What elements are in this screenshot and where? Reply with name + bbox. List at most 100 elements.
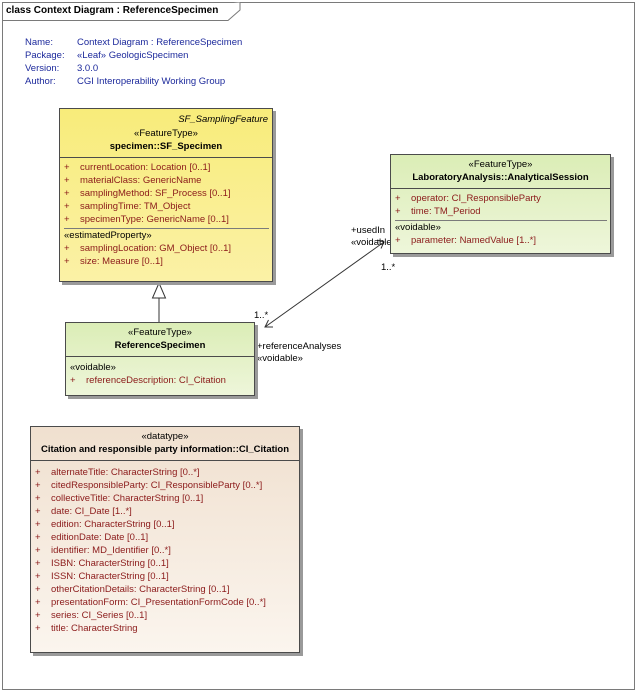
visibility-marker: + <box>64 201 70 212</box>
diagram-title: class Context Diagram : ReferenceSpecime… <box>6 5 219 16</box>
attribute-row[interactable]: + date: CI_Date [1..*] <box>35 505 296 518</box>
attribute-text: presentationForm: CI_PresentationFormCod… <box>51 597 266 608</box>
visibility-marker: + <box>35 571 41 582</box>
attribute-text: alternateTitle: CharacterString [0..*] <box>51 467 200 478</box>
visibility-marker: + <box>395 206 401 217</box>
attribute-row[interactable]: +materialClass: GenericName <box>64 174 269 187</box>
attribute-row[interactable]: + citedResponsibleParty: CI_ResponsiblePa… <box>35 479 296 492</box>
attribute-text: samplingTime: TM_Object <box>80 201 191 212</box>
attribute-text: referenceDescription: CI_Citation <box>86 375 226 386</box>
attribute-text: size: Measure [0..1] <box>80 256 163 267</box>
visibility-marker: + <box>35 610 41 621</box>
attribute-row[interactable]: +collectiveTitle: CharacterString [0..1] <box>35 492 296 505</box>
attribute-row[interactable]: + samplingTime: TM_Object <box>64 200 269 213</box>
visibility-marker: + <box>70 375 76 386</box>
section-stereotype: «estimatedProperty» <box>64 230 152 241</box>
metadata-row-package: Package: «Leaf» GeologicSpecimen <box>25 49 242 62</box>
metadata-value: Context Diagram : ReferenceSpecimen <box>77 37 243 48</box>
attribute-row[interactable]: +editionDate: Date [0..1] <box>35 531 296 544</box>
class-ci-citation[interactable]: «datatype» Citation and responsible part… <box>30 426 300 653</box>
class-analytical-session[interactable]: «FeatureType» LaboratoryAnalysis::Analyt… <box>390 154 611 254</box>
attribute-row[interactable]: +size: Measure [0..1] <box>64 255 269 268</box>
section-divider: «estimatedProperty» + samplingLocation: G… <box>64 228 269 268</box>
attribute-text: ISSN: CharacterString [0..1] <box>51 571 169 582</box>
multiplicity-lab-end: 1..* <box>381 262 396 273</box>
role-used-in-stereotype: «voidable» <box>351 237 397 248</box>
attribute-row[interactable]: + series: CI_Series [0..1] <box>35 609 296 622</box>
role-reference-analyses: +referenceAnalyses <box>257 341 342 352</box>
visibility-marker: + <box>35 584 41 595</box>
attribute-text: series: CI_Series [0..1] <box>51 610 148 621</box>
attribute-text: collectiveTitle: CharacterString [0..1] <box>51 493 204 504</box>
attribute-row[interactable]: + otherCitationDetails: CharacterString [… <box>35 583 296 596</box>
class-header: «FeatureType» ReferenceSpecimen <box>66 323 254 357</box>
attribute-row[interactable]: +edition: CharacterString [0..1] <box>35 518 296 531</box>
visibility-marker: + <box>64 175 70 186</box>
class-sf-specimen[interactable]: SF_SamplingFeature «FeatureType» specime… <box>59 108 273 282</box>
attribute-text: specimenType: GenericName [0..1] <box>80 214 229 225</box>
class-stereotype: «FeatureType» <box>134 128 198 139</box>
class-stereotype: «FeatureType» <box>128 327 192 338</box>
role-reference-analyses-stereotype: «voidable» <box>257 353 303 364</box>
class-header: «FeatureType» LaboratoryAnalysis::Analyt… <box>391 155 610 189</box>
attribute-list: +alternateTitle: CharacterString [0..*] … <box>31 461 299 637</box>
attribute-row[interactable]: + referenceDescription: CI_Citation <box>70 374 251 387</box>
visibility-marker: + <box>35 480 41 491</box>
attribute-text: identifier: MD_Identifier [0..*] <box>51 545 171 556</box>
attribute-text: otherCitationDetails: CharacterString [0… <box>51 584 230 595</box>
association-arrowhead-lab <box>376 239 385 249</box>
attribute-row[interactable]: +operator: CI_ResponsibleParty <box>395 192 607 205</box>
visibility-marker: + <box>64 214 70 225</box>
metadata-row-name: Name: Context Diagram : ReferenceSpecime… <box>25 36 242 49</box>
association-arrowhead-ref <box>264 319 273 328</box>
visibility-marker: + <box>35 467 41 478</box>
attribute-row[interactable]: +title: CharacterString <box>35 622 296 635</box>
metadata-row-version: Version: 3.0.0 <box>25 62 242 75</box>
attribute-row[interactable]: +parameter: NamedValue [1..*] <box>395 234 607 247</box>
abstract-parent-label: SF_SamplingFeature <box>178 114 268 125</box>
attribute-row[interactable]: + samplingLocation: GM_Object [0..1] <box>64 242 269 255</box>
visibility-marker: + <box>35 545 41 556</box>
visibility-marker: + <box>64 162 70 173</box>
visibility-marker: + <box>64 188 70 199</box>
attribute-text: time: TM_Period <box>411 206 481 217</box>
attribute-row[interactable]: +samplingMethod: SF_Process [0..1] <box>64 187 269 200</box>
class-reference-specimen[interactable]: «FeatureType» ReferenceSpecimen «voidabl… <box>65 322 255 396</box>
attribute-list: +currentLocation: Location [0..1] +mater… <box>60 158 272 270</box>
visibility-marker: + <box>35 597 41 608</box>
section-stereotype: «voidable» <box>70 362 116 373</box>
metadata-key: Version: <box>25 63 60 74</box>
association-line[interactable] <box>264 241 385 328</box>
role-used-in: +usedIn <box>351 225 386 236</box>
attribute-text: operator: CI_ResponsibleParty <box>411 193 541 204</box>
metadata-value: «Leaf» GeologicSpecimen <box>77 50 189 61</box>
frame-tab-shape <box>2 2 241 21</box>
attribute-list: +operator: CI_ResponsibleParty + time: TM… <box>391 189 610 249</box>
section-stereotype: «voidable» <box>395 222 441 233</box>
metadata-value: CGI Interoperability Working Group <box>77 76 226 87</box>
diagram-metadata: Name: Context Diagram : ReferenceSpecime… <box>25 36 242 88</box>
class-header: «datatype» Citation and responsible part… <box>31 427 299 461</box>
visibility-marker: + <box>64 243 70 254</box>
metadata-key: Name: <box>25 37 53 48</box>
metadata-key: Author: <box>25 76 56 87</box>
section-divider: «voidable» +parameter: NamedValue [1..*] <box>395 220 607 247</box>
visibility-marker: + <box>35 558 41 569</box>
attribute-row[interactable]: + ISBN: CharacterString [0..1] <box>35 557 296 570</box>
attribute-row[interactable]: + presentationForm: CI_PresentationFormCo… <box>35 596 296 609</box>
class-name: Citation and responsible party informati… <box>40 444 290 455</box>
attribute-row[interactable]: + specimenType: GenericName [0..1] <box>64 213 269 226</box>
class-stereotype: «datatype» <box>141 431 189 442</box>
attribute-text: samplingLocation: GM_Object [0..1] <box>80 243 232 254</box>
attribute-row[interactable]: +currentLocation: Location [0..1] <box>64 161 269 174</box>
attribute-row[interactable]: + time: TM_Period <box>395 205 607 218</box>
attribute-text: date: CI_Date [1..*] <box>51 506 132 517</box>
attribute-text: citedResponsibleParty: CI_ResponsiblePar… <box>51 480 263 491</box>
attribute-row[interactable]: + identifier: MD_Identifier [0..*] <box>35 544 296 557</box>
visibility-marker: + <box>35 506 41 517</box>
attribute-text: ISBN: CharacterString [0..1] <box>51 558 169 569</box>
attribute-row[interactable]: + ISSN: CharacterString [0..1] <box>35 570 296 583</box>
attribute-row[interactable]: + alternateTitle: CharacterString [0..*] <box>35 466 296 479</box>
